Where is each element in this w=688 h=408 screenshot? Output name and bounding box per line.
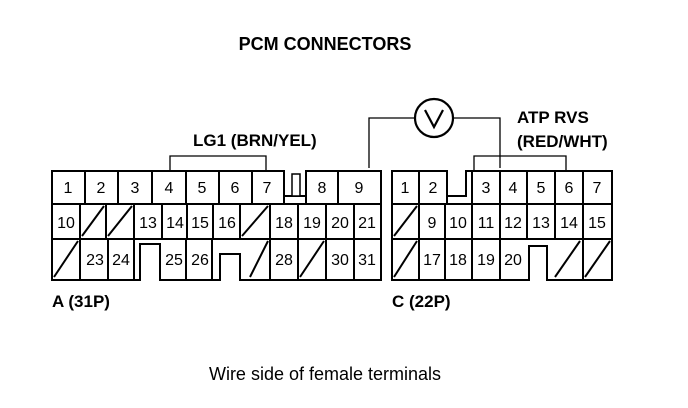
pin-label: 1 xyxy=(401,180,410,197)
connector-a-row2-dividers xyxy=(79,204,355,239)
pin-label: 18 xyxy=(449,252,467,269)
voltmeter-v-symbol xyxy=(424,109,444,130)
pin-label: 12 xyxy=(504,215,522,232)
lead-to-a9 xyxy=(368,117,415,168)
connector-c-pins: 1 2 3 4 5 6 7 9 10 11 12 13 14 15 17 18 … xyxy=(401,180,606,269)
pin-label: 5 xyxy=(198,180,207,197)
pin-label: 3 xyxy=(131,180,140,197)
pin-label: 23 xyxy=(86,252,104,269)
pin-label: 15 xyxy=(191,215,209,232)
pin-label: 30 xyxy=(331,252,349,269)
pin-label: 16 xyxy=(218,215,236,232)
pin-label: 25 xyxy=(165,252,183,269)
pin-label: 4 xyxy=(165,180,174,197)
connector-c-name: C (22P) xyxy=(392,292,451,311)
connector-c-row2-dividers xyxy=(418,204,584,239)
voltmeter xyxy=(413,97,455,139)
connector-c-row1-dividers xyxy=(418,171,584,204)
pin-label: 19 xyxy=(303,215,321,232)
pin-label: 1 xyxy=(64,180,73,197)
pin-label: 8 xyxy=(318,180,327,197)
pin-label: 21 xyxy=(358,215,376,232)
pin-label: 31 xyxy=(358,252,376,269)
pin-label: 14 xyxy=(166,215,184,232)
pin-label: 6 xyxy=(231,180,240,197)
pin-label: 19 xyxy=(477,252,495,269)
pin-label: 15 xyxy=(588,215,606,232)
connector-a xyxy=(51,170,382,281)
atp-rvs-wire-color: (RED/WHT) xyxy=(517,132,608,151)
pin-label: 4 xyxy=(509,180,518,197)
lg1-bracket xyxy=(169,155,267,170)
pin-label: 9 xyxy=(428,215,437,232)
pin-label: 24 xyxy=(112,252,130,269)
pin-label: 7 xyxy=(263,180,272,197)
pin-label: 28 xyxy=(275,252,293,269)
connector-c xyxy=(391,170,613,281)
pin-label: 13 xyxy=(139,215,157,232)
lg1-label: LG1 (BRN/YEL) xyxy=(193,131,317,150)
pin-label: 11 xyxy=(478,215,495,232)
connector-c-empty-cavity-marks xyxy=(393,205,611,278)
atp-rvs-label: ATP RVS xyxy=(517,108,589,127)
pin-label: 13 xyxy=(532,215,550,232)
pin-label: 7 xyxy=(593,180,602,197)
pin-label: 10 xyxy=(57,215,75,232)
pin-label: 6 xyxy=(565,180,574,197)
pin-label: 2 xyxy=(97,180,106,197)
pin-label: 14 xyxy=(560,215,578,232)
pin-label: 2 xyxy=(429,180,438,197)
pin-label: 18 xyxy=(275,215,293,232)
pin-label: 26 xyxy=(191,252,209,269)
connector-a-row1-dividers xyxy=(84,171,339,204)
connector-a-pins: 1 2 3 4 5 6 7 8 9 10 13 14 15 16 18 19 2… xyxy=(57,180,376,269)
voltmeter-circle xyxy=(413,97,455,139)
pin-label: 20 xyxy=(504,252,522,269)
pin-label: 10 xyxy=(449,215,467,232)
pin-label: 17 xyxy=(423,252,441,269)
connector-a-key-notch xyxy=(291,173,301,197)
connector-a-empty-cavity-marks xyxy=(53,205,325,278)
probe-leads xyxy=(169,117,567,170)
pin-label: 5 xyxy=(537,180,546,197)
lead-to-c4 xyxy=(453,117,501,168)
connector-a-row3-dividers xyxy=(79,239,355,280)
connector-c-row3-dividers xyxy=(418,239,584,280)
pin-label: 9 xyxy=(355,180,364,197)
pin-label: 3 xyxy=(482,180,491,197)
pin-label: 20 xyxy=(331,215,349,232)
diagram-title: PCM CONNECTORS xyxy=(239,34,412,54)
atp-rvs-bracket xyxy=(473,155,567,170)
connector-a-name: A (31P) xyxy=(52,292,110,311)
diagram-caption: Wire side of female terminals xyxy=(209,364,441,384)
